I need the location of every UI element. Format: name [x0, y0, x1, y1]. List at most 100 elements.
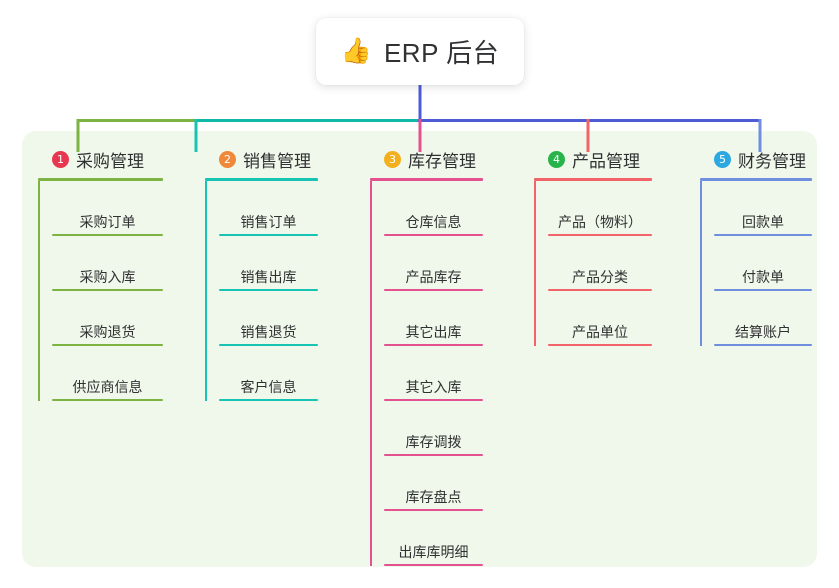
menu-item[interactable]: 销售出库: [219, 236, 318, 291]
column-header-2[interactable]: 2 销售管理: [205, 146, 318, 172]
menu-item-label: 出库库明细: [398, 544, 469, 560]
menu-item-rule: [384, 234, 483, 236]
menu-item-rule: [548, 234, 652, 236]
menu-item-label: 其它出库: [405, 324, 462, 340]
menu-item[interactable]: 供应商信息: [52, 346, 163, 401]
menu-item[interactable]: 产品库存: [384, 236, 483, 291]
menu-item-label: 仓库信息: [405, 214, 462, 230]
menu-item-label: 产品分类: [572, 269, 628, 285]
branch-trunk-5: [700, 181, 702, 346]
menu-item-rule: [219, 344, 318, 346]
menu-item-rule: [52, 399, 163, 401]
menu-item-rule: [219, 234, 318, 236]
column-header-5[interactable]: 5 财务管理: [700, 146, 812, 172]
menu-item-label: 其它入库: [405, 379, 462, 395]
menu-item[interactable]: 采购订单: [52, 181, 163, 236]
column-rule-5: [700, 178, 812, 181]
menu-item[interactable]: 库存盘点: [384, 456, 483, 511]
menu-item[interactable]: 产品分类: [548, 236, 652, 291]
menu-item[interactable]: 其它出库: [384, 291, 483, 346]
diagram-panel: [22, 131, 817, 567]
menu-item[interactable]: 回款单: [714, 181, 812, 236]
menu-item-label: 结算账户: [735, 324, 791, 340]
column-5: 5 财务管理回款单付款单结算账户: [700, 146, 812, 346]
menu-item[interactable]: 出库库明细: [384, 511, 483, 566]
menu-item-rule: [714, 289, 812, 291]
menu-item-label: 回款单: [742, 214, 784, 230]
menu-item-rule: [714, 344, 812, 346]
root-node-title: ERP 后台: [383, 38, 500, 68]
column-title-5: 财务管理: [738, 151, 806, 171]
menu-item[interactable]: 产品单位: [548, 291, 652, 346]
menu-item-label: 库存调拨: [405, 434, 462, 450]
column-rule-1: [38, 178, 163, 181]
column-2: 2 销售管理销售订单销售出库销售退货客户信息: [205, 146, 318, 401]
branch-1: 采购订单采购入库采购退货供应商信息: [38, 181, 163, 401]
column-rule-2: [205, 178, 318, 181]
menu-item-label: 库存盘点: [405, 489, 462, 505]
branch-4: 产品（物料） 产品分类产品单位: [534, 181, 652, 346]
column-1: 1 采购管理采购订单采购入库采购退货供应商信息: [38, 146, 163, 401]
menu-item-rule: [384, 509, 483, 511]
menu-item-label: 产品单位: [572, 324, 628, 340]
column-badge-5: 5: [714, 150, 731, 168]
branch-trunk-4: [534, 181, 536, 346]
branch-5: 回款单付款单结算账户: [700, 181, 812, 346]
menu-item[interactable]: 销售订单: [219, 181, 318, 236]
menu-item-label: 产品（物料）: [558, 214, 642, 230]
menu-item-rule: [219, 289, 318, 291]
column-title-3: 库存管理: [408, 151, 476, 171]
column-title-2: 销售管理: [243, 151, 311, 171]
root-node-card[interactable]: 👍 ERP 后台: [316, 18, 524, 85]
menu-item[interactable]: 其它入库: [384, 346, 483, 401]
menu-item-label: 销售出库: [240, 269, 297, 285]
menu-item-label: 供应商信息: [72, 379, 143, 395]
column-badge-4: 4: [548, 150, 565, 168]
menu-item[interactable]: 销售退货: [219, 291, 318, 346]
menu-item-rule: [219, 399, 318, 401]
column-badge-2: 2: [219, 150, 236, 168]
column-4: 4 产品管理产品（物料） 产品分类产品单位: [534, 146, 652, 346]
branch-2: 销售订单销售出库销售退货客户信息: [205, 181, 318, 401]
menu-item-label: 采购入库: [79, 269, 136, 285]
menu-item-rule: [714, 234, 812, 236]
menu-item-label: 产品库存: [405, 269, 462, 285]
column-badge-3: 3: [384, 150, 401, 168]
menu-item-rule: [52, 344, 163, 346]
menu-item[interactable]: 产品（物料）: [548, 181, 652, 236]
branch-3: 仓库信息产品库存其它出库其它入库库存调拨库存盘点出库库明细: [370, 181, 483, 566]
branch-trunk-2: [205, 181, 207, 401]
column-rule-3: [370, 178, 483, 181]
branch-trunk-1: [38, 181, 40, 401]
menu-item-rule: [384, 344, 483, 346]
menu-item-rule: [384, 564, 483, 566]
column-3: 3 库存管理仓库信息产品库存其它出库其它入库库存调拨库存盘点出库库明细: [370, 146, 483, 566]
menu-item-label: 销售订单: [240, 214, 297, 230]
branch-trunk-3: [370, 181, 372, 566]
menu-item-label: 采购退货: [79, 324, 136, 340]
menu-item[interactable]: 客户信息: [219, 346, 318, 401]
menu-item[interactable]: 结算账户: [714, 291, 812, 346]
menu-item[interactable]: 采购入库: [52, 236, 163, 291]
menu-item[interactable]: 仓库信息: [384, 181, 483, 236]
column-badge-1: 1: [52, 150, 69, 168]
root-node-content: 👍 ERP 后台: [341, 33, 499, 70]
menu-item[interactable]: 付款单: [714, 236, 812, 291]
menu-item-label: 采购订单: [79, 214, 136, 230]
column-header-4[interactable]: 4 产品管理: [534, 146, 652, 172]
menu-item-rule: [548, 289, 652, 291]
menu-item-rule: [384, 289, 483, 291]
column-header-1[interactable]: 1 采购管理: [38, 146, 163, 172]
menu-item-rule: [384, 399, 483, 401]
column-title-1: 采购管理: [76, 151, 144, 171]
column-header-3[interactable]: 3 库存管理: [370, 146, 483, 172]
menu-item-rule: [52, 289, 163, 291]
menu-item-rule: [548, 344, 652, 346]
column-title-4: 产品管理: [572, 151, 640, 171]
column-rule-4: [534, 178, 652, 181]
menu-item[interactable]: 库存调拨: [384, 401, 483, 456]
menu-item[interactable]: 采购退货: [52, 291, 163, 346]
menu-item-label: 客户信息: [240, 379, 297, 395]
menu-item-rule: [384, 454, 483, 456]
